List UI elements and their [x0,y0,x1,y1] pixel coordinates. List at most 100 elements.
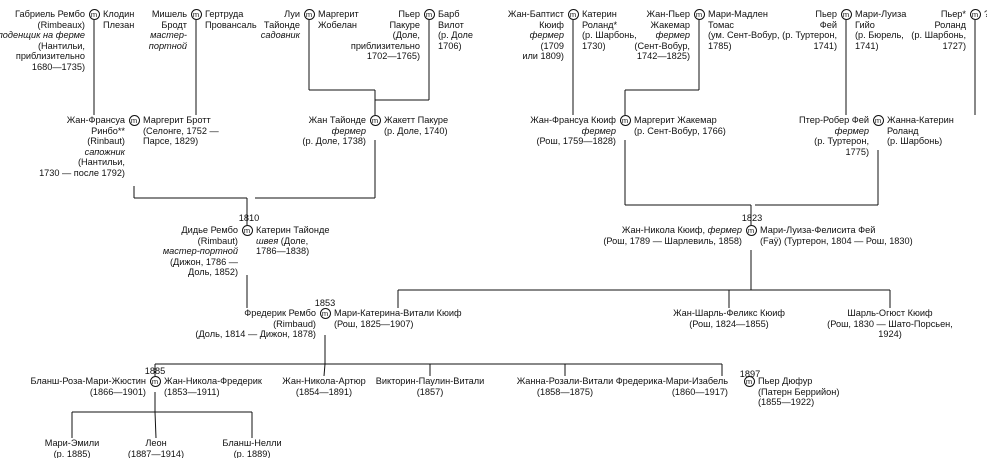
person-line: (Рош, 1759—1828) [536,136,617,147]
person-line: Клодин [103,9,135,19]
person-line: (р. Доле, 1738) [302,136,366,147]
person-line: Жанна-Розали-Витали [516,376,614,386]
marriage-symbol: m [872,114,884,126]
marriage-symbol: m [567,8,579,20]
person-line: (р. Сент-Вобур, 1766) [634,125,726,136]
person-line: Фредерик Рембо [244,308,316,318]
person-line: Викторин-Паулин-Витали [375,376,485,386]
person-line: (1887—1914) [127,448,185,458]
person-line: Бланш-Роза-Мари-Жюстин [30,376,146,386]
marriage-year: 1823 [741,213,763,223]
person-jsf: Жан-Шарль-Феликс Кюиф(Рош, 1824—1855) [673,308,785,329]
marriage-symbol: m [88,8,100,20]
person-line: (Нантильи, [37,40,85,51]
person-line: (р. Доле [438,30,473,41]
person-line: Пьер [398,9,420,19]
person-line: Маргерит Бротт [143,115,211,125]
marriage-symbol: m [190,8,202,20]
person-line: 1680—1735) [31,61,85,72]
person-line: фермер [331,125,366,136]
person-line: (р. Туртерон, [814,136,869,147]
person-line: Жан-Никола-Фредерик [164,376,262,386]
person-line: Мишель [151,9,187,19]
person-line: приблизительно [350,40,420,51]
person-line: Мари-Луиза-Фелисита Фей [760,225,876,235]
person-line: 1730 — после 1792) [39,167,125,178]
person-line: (1854—1891) [295,386,353,397]
person-fmi: Фредерика-Мари-Изабель(1860—1917) [616,376,728,397]
person-line: Жан Тайонде [308,115,366,125]
marriage-symbol: m [969,8,981,20]
marriage-symbol: m [840,8,852,20]
person-line: Луи [284,9,300,19]
person-line: Жакетт Пакуре [384,115,449,125]
person-line: Жакемар [650,19,690,30]
person-line: (Доле, [392,30,420,41]
person-line: (р. Бюрель, [855,30,904,41]
person-line: (Доль, 1814 — Дижон, 1878) [195,329,316,340]
person-line: Пакуре [389,19,420,30]
person-line: 1730) [582,40,606,51]
person-line: сапожник [84,146,125,157]
person-line: Леон [145,438,167,448]
person-line: Жан-Франсуа Кюиф [530,115,616,125]
person-unknown: ? [984,9,987,20]
person-line: 1775) [845,146,870,157]
marriage-year: 1885 [144,366,166,376]
person-line: (Rinbaut) [87,136,125,147]
person-line: Пьер Дюфур [758,376,813,386]
person-line: Ринбо** [91,125,125,136]
person-jna: Жан-Никола-Артюр(1854—1891) [282,376,365,397]
person-line: Парсе, 1829) [143,136,199,147]
person-line: Катерин [582,9,617,19]
person-zhakett: Жакетт Пакуре(р. Доле, 1740) [384,115,448,136]
person-line: (1709 [540,40,565,51]
person-line: (1855—1922) [758,397,815,408]
person-line: Гертруда [205,9,244,19]
person-line: Фредерика-Мари-Изабель [615,376,728,386]
person-line: Жан-Никола Кюиф, фермер [621,225,742,235]
person-line: Жан-Шарль-Феликс Кюиф [673,308,785,318]
person-line: Мари-Эмили [44,438,100,448]
person-line: Барб [438,9,460,19]
person-line: (Rimbaut) [197,235,238,246]
person-line: приблизительно [15,51,85,62]
person-line: поденщик на ферме [0,30,85,41]
person-line: 1706) [438,40,462,51]
person-line: Птер-Робер Фей [799,115,869,125]
person-line: (Рош, 1824—1855) [689,318,769,329]
person-line: (Рош, 1830 — Шато-Порсьен, [827,318,953,329]
person-line: 1741) [855,40,879,51]
person-line: (Селонге, 1752 — [143,125,219,136]
person-line: 1786—1838) [256,246,310,257]
person-margerit-zhk: Маргерит Жакемар(р. Сент-Вобур, 1766) [634,115,726,136]
person-line: (1866—1901) [89,386,146,397]
marriage-symbol: m [423,8,435,20]
person-line: Томас [708,19,735,30]
person-line: (р. Шарбонь, [582,30,637,41]
person-line: Бродт [161,19,187,30]
marriage-year: 1853 [314,298,336,308]
person-line: Мари-Мадлен [708,9,768,19]
person-line: фермер [581,125,616,136]
marriage-year: 1897 [739,369,761,379]
marriage-symbol: m [619,114,631,126]
person-line: Дидье Рембо [181,225,238,235]
person-leon: Леон(1887—1914) [128,438,184,458]
person-line: 1924) [878,329,902,340]
person-mkv: Мари-Катерина-Витали Кюиф(Рош, 1825—1907… [334,308,462,329]
marriage-year: 1810 [238,213,260,223]
person-line: фермер [529,30,564,41]
person-line: (р. Туртерон, [782,30,837,41]
